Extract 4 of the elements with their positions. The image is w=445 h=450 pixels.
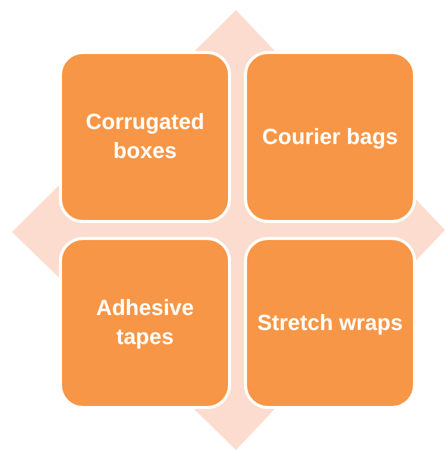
category-tile: Courier bags	[244, 51, 416, 223]
category-tile: Adhesive tapes	[59, 237, 231, 409]
category-tile: Corrugated boxes	[59, 51, 231, 223]
category-tile: Stretch wraps	[244, 237, 416, 409]
